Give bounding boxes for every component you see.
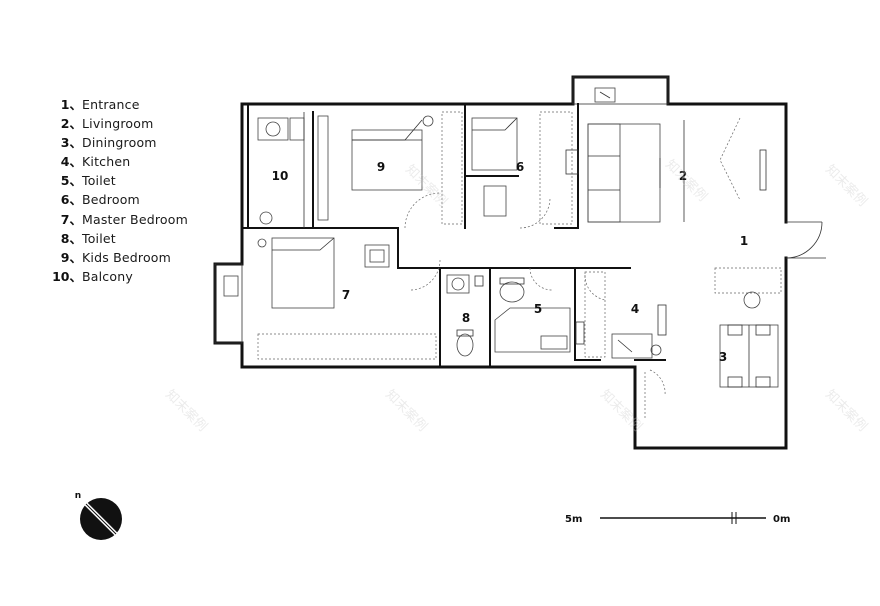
room-numbers: 1 2 3 4 5 6 7 8 9 10	[272, 160, 749, 364]
entrance-door	[785, 221, 826, 259]
kids-bedroom-furniture	[317, 111, 463, 225]
legend-number: 1、	[60, 97, 82, 112]
watermark: 知末案例	[822, 162, 870, 210]
livingroom-furniture	[587, 87, 767, 223]
north-compass: n	[75, 491, 122, 540]
legend-name: Toilet	[82, 230, 116, 246]
legend-name: Toilet	[82, 173, 116, 189]
room-legend: 1、Entrance 2、Livingroom 3、Diningroom 4、K…	[52, 95, 188, 286]
scale-left-label: 5m	[565, 514, 582, 525]
legend-item: 5、Toilet	[52, 171, 188, 190]
interior-walls	[241, 103, 666, 368]
kitchen-fixtures	[584, 271, 667, 359]
watermark: 知末案例	[162, 387, 210, 435]
legend-name: Diningroom	[82, 135, 157, 151]
legend-name: Livingroom	[82, 116, 154, 132]
compass-north-label: n	[75, 491, 81, 501]
watermark: 知末案例	[662, 157, 710, 205]
legend-item: 2、Livingroom	[52, 114, 188, 133]
legend-number: 3、	[60, 135, 82, 151]
legend-number: 5、	[60, 173, 82, 189]
diningroom-furniture	[644, 267, 782, 420]
legend-number: 6、	[60, 192, 82, 208]
room-number-livingroom: 2	[679, 169, 687, 183]
watermark: 知末案例	[822, 387, 870, 435]
room-number-toilet: 5	[534, 302, 542, 316]
master-bedroom-furniture	[223, 237, 437, 360]
legend-name: Entrance	[82, 97, 140, 112]
balcony-furniture	[257, 112, 305, 228]
room-number-entrance: 1	[740, 234, 748, 248]
watermark: 知末案例	[597, 387, 645, 435]
room-number-kids-bedroom: 9	[377, 160, 385, 174]
legend-item: 9、Kids Bedroom	[52, 248, 188, 267]
watermark: 知末案例	[382, 387, 430, 435]
door-swings	[404, 192, 666, 396]
legend-name: Master Bedroom	[82, 211, 188, 227]
legend-item: 4、Kitchen	[52, 152, 188, 171]
scale-bar: 5m 0m	[565, 512, 790, 525]
legend-item: 10、Balcony	[52, 267, 188, 286]
legend-number: 8、	[60, 230, 82, 246]
legend-name: Bedroom	[82, 192, 140, 208]
legend-name: Kids Bedroom	[82, 249, 172, 265]
legend-name: Kitchen	[82, 154, 131, 170]
toilet-8-fixtures	[446, 274, 484, 357]
room-number-bedroom: 6	[516, 160, 524, 174]
legend-number: 2、	[60, 116, 82, 132]
watermark: 知末案例	[402, 162, 450, 210]
legend-item: 8、Toilet	[52, 229, 188, 248]
scale-right-label: 0m	[773, 514, 790, 525]
outer-walls	[213, 75, 788, 450]
toilet-5-fixtures	[494, 277, 585, 353]
room-number-master-bedroom: 7	[342, 288, 350, 302]
legend-number: 9、	[60, 249, 82, 265]
legend-item: 1、Entrance	[52, 95, 188, 114]
room-number-kitchen: 4	[631, 302, 639, 316]
legend-item: 6、Bedroom	[52, 190, 188, 209]
watermarks: 知末案例 知末案例 知末案例 知末案例 知末案例 知末案例 知末案例	[162, 157, 870, 435]
legend-number: 4、	[60, 154, 82, 170]
room-number-diningroom: 3	[719, 350, 727, 364]
legend-item: 7、Master Bedroom	[52, 210, 188, 229]
legend-name: Balcony	[82, 268, 133, 284]
room-number-balcony: 10	[272, 169, 289, 183]
bedroom-furniture	[471, 111, 579, 225]
legend-number: 7、	[60, 211, 82, 227]
legend-number: 10、	[52, 268, 82, 284]
legend-item: 3、Diningroom	[52, 133, 188, 152]
room-number-toilet-2: 8	[462, 311, 470, 325]
